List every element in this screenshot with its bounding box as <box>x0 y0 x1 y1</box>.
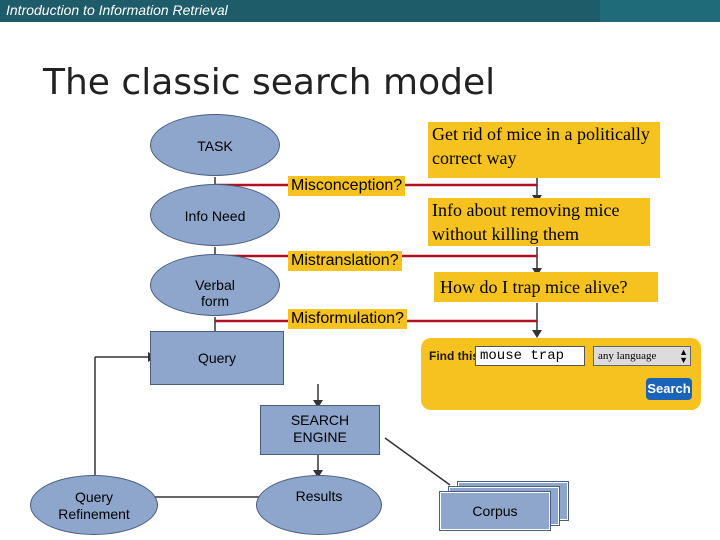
task-example-note: Get rid of mice in a politically correct… <box>428 122 660 178</box>
search-engine-label-line2: ENGINE <box>293 429 347 445</box>
find-this-label: Find this: <box>429 349 483 363</box>
query-refinement-node: Query Refinement <box>30 475 158 535</box>
verbal-form-node: Verbal form <box>150 254 280 316</box>
header-right-block <box>600 0 720 22</box>
search-engine-label-line1: SEARCH <box>290 412 350 428</box>
search-widget: Find this: mouse trap any language ▲▼ Se… <box>421 338 701 410</box>
results-label: Results <box>295 488 343 504</box>
info-need-label: Info Need <box>184 208 246 224</box>
updown-arrow-icon: ▲▼ <box>679 347 688 365</box>
misconception-label: Misconception? <box>288 176 406 196</box>
language-select-value: any language <box>598 350 657 362</box>
corpus-node: Corpus <box>439 491 551 531</box>
language-select[interactable]: any language ▲▼ <box>593 346 691 366</box>
task-label: TASK <box>197 138 233 154</box>
search-input[interactable]: mouse trap <box>475 346 585 366</box>
verbal-example-note: How do I trap mice alive? <box>434 272 658 302</box>
misformulation-label: Misformulation? <box>288 309 407 329</box>
search-button[interactable]: Search <box>646 378 692 400</box>
task-node: TASK <box>150 114 280 176</box>
verbal-form-label-line2: form <box>201 293 229 309</box>
verbal-form-label-line1: Verbal <box>195 277 235 293</box>
query-refinement-label-line1: Query <box>74 489 114 505</box>
search-engine-node: SEARCH ENGINE <box>260 405 380 455</box>
header-bar: Introduction to Information Retrieval <box>0 0 720 22</box>
header-accent <box>0 0 600 22</box>
query-node: Query <box>150 331 284 385</box>
info-need-example-note: Info about removing mice without killing… <box>428 198 650 246</box>
corpus-label: Corpus <box>472 503 518 519</box>
query-refinement-label-line2: Refinement <box>58 506 130 522</box>
course-title: Introduction to Information Retrieval <box>6 2 228 18</box>
mistranslation-label: Mistranslation? <box>288 251 402 271</box>
query-label: Query <box>197 350 237 366</box>
results-node: Results <box>256 475 382 535</box>
info-need-node: Info Need <box>150 184 280 246</box>
slide-title: The classic search model <box>43 62 496 103</box>
